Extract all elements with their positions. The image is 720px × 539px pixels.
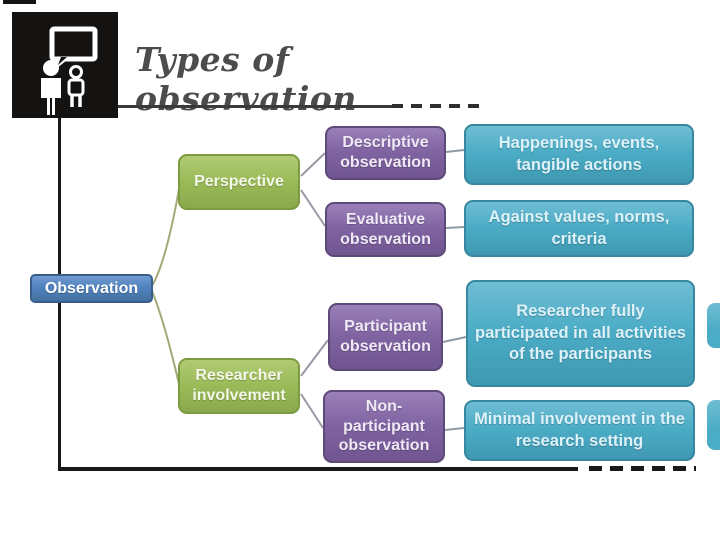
speech-bubble-people-icon	[41, 26, 98, 115]
footer-rule	[58, 467, 578, 471]
node-label: Against values, norms, criteria	[488, 208, 670, 248]
page-title: Types of observation	[135, 40, 357, 118]
node-participant-observation: Participant observation	[328, 303, 443, 371]
description-happenings-events: Happenings, events, tangible actions	[464, 124, 694, 185]
node-observation: Observation	[30, 274, 153, 303]
node-label: Researcher fully participated in all act…	[475, 302, 686, 364]
header-rule-dashed	[392, 104, 485, 108]
node-label: Evaluative observation	[340, 210, 431, 248]
node-label: Participant observation	[340, 318, 431, 355]
node-descriptive-observation: Descriptive observation	[325, 126, 446, 180]
node-label: Observation	[44, 279, 139, 297]
cropped-box-sliver	[707, 303, 720, 348]
logo-tile	[12, 12, 118, 118]
node-label: Non-participant observation	[338, 398, 430, 455]
node-label: Minimal involvement in the research sett…	[474, 410, 685, 450]
node-label: Descriptive observation	[340, 134, 431, 171]
node-evaluative-observation: Evaluative observation	[325, 202, 446, 257]
description-against-values: Against values, norms, criteria	[464, 200, 694, 257]
node-perspective: Perspective	[178, 154, 300, 210]
node-label: Perspective	[194, 173, 284, 191]
node-researcher-involvement: Researcher involvement	[178, 358, 300, 414]
cropped-box-sliver	[707, 400, 720, 450]
node-label: Researcher involvement	[192, 367, 286, 404]
node-non-participant-observation: Non-participant observation	[323, 390, 445, 463]
node-label: Happenings, events, tangible actions	[498, 134, 660, 174]
slide-edge-artifact	[3, 0, 36, 4]
footer-rule-dashed	[589, 466, 696, 471]
description-researcher-fully-participated: Researcher fully participated in all act…	[466, 280, 695, 387]
description-minimal-involvement: Minimal involvement in the research sett…	[464, 400, 695, 461]
header-rule	[118, 105, 392, 108]
